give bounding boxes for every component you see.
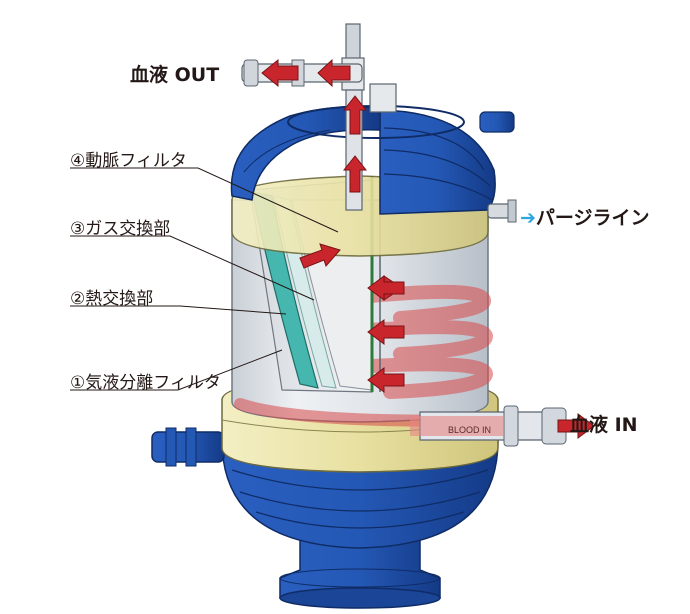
inlet-pipe xyxy=(410,405,567,447)
flow-arrow-icon xyxy=(342,95,368,135)
flow-arrow-icon xyxy=(367,275,405,301)
flow-arrows xyxy=(261,58,595,439)
flow-arrow-icon xyxy=(367,367,405,393)
purge-line-text: パージライン xyxy=(535,207,650,229)
port-marking: BLOOD IN xyxy=(448,425,491,435)
heat-exchange-label: ②熱交換部 xyxy=(70,289,154,309)
purge-line-label: ➔パージライン xyxy=(520,203,650,230)
flow-arrow-icon xyxy=(317,58,351,88)
leader-lines xyxy=(70,167,339,391)
air-separation-filter-label: ①気液分離フィルタ xyxy=(70,373,221,393)
purge-nozzle xyxy=(487,199,517,223)
flow-arrow-icon xyxy=(261,58,299,88)
flow-arrow-icon xyxy=(299,243,341,269)
arterial-filter-label: ④動脈フィルタ xyxy=(70,151,187,171)
blood-in-label: 血液 IN xyxy=(570,414,638,436)
base-flange xyxy=(279,539,441,609)
gas-exchange-label: ③ガス交換部 xyxy=(70,219,171,239)
flow-arrow-icon xyxy=(342,155,368,193)
purge-arrow-icon: ➔ xyxy=(520,207,536,229)
flow-arrow-icon xyxy=(367,319,405,345)
blood-out-label: 血液 OUT xyxy=(130,64,220,86)
left-port xyxy=(151,427,225,467)
flow-arrow-icon xyxy=(557,413,595,439)
